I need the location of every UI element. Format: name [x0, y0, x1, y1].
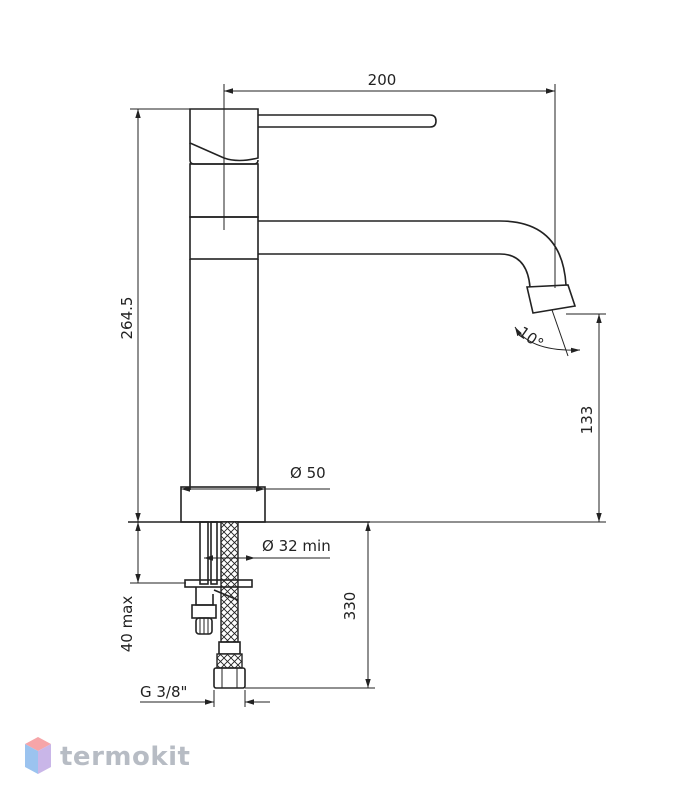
mounting-parts [184, 521, 253, 689]
brand-wordmark: termokit [60, 742, 190, 772]
clamp-nut [191, 604, 217, 619]
dim-width-label: 200 [368, 71, 397, 89]
dim-hose-length-label: 330 [341, 592, 359, 621]
hose-connector-nut [213, 667, 246, 689]
dim-angle-label: 10° [515, 323, 547, 353]
lever-handle [258, 114, 437, 128]
dim-height-label: 264.5 [118, 297, 136, 340]
dim-thread-label: G 3/8" [140, 683, 187, 701]
dim-thickness-label: 40 max [118, 596, 136, 653]
base-flange [180, 486, 266, 523]
dim-spout-height-label: 133 [578, 406, 596, 435]
termokit-logo: termokit [25, 737, 190, 774]
spout-bottom-edge [258, 253, 531, 288]
aerator [526, 284, 577, 314]
dimension-lines [130, 84, 606, 707]
dim-base-diameter-label: Ø 50 [290, 464, 326, 482]
faucet-body [128, 108, 577, 523]
spout-top-edge [258, 220, 567, 286]
braided-hose [220, 521, 239, 643]
dim-hole-diameter-label: Ø 32 min [262, 537, 331, 555]
cube-icon [25, 737, 51, 774]
clamp-plate [184, 579, 253, 588]
